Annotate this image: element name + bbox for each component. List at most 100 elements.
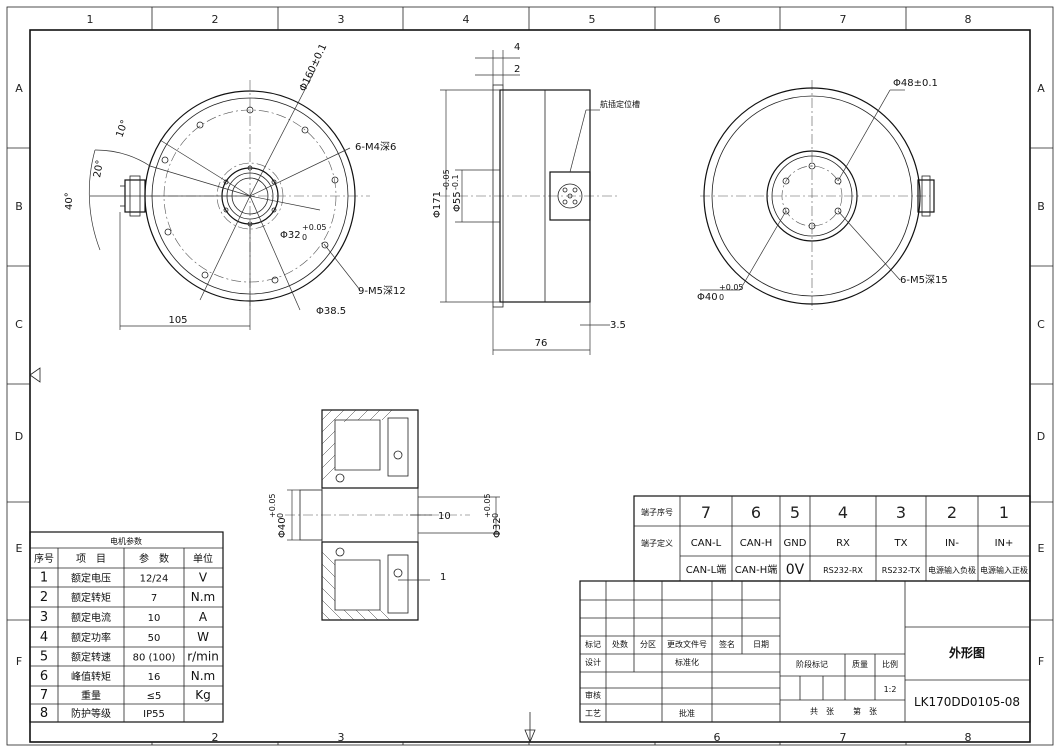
grid-row-label: C xyxy=(1037,318,1045,331)
dim-section-d32-tol0: 0 xyxy=(491,513,500,518)
tb-std: 标准化 xyxy=(675,657,699,667)
param-value: 16 xyxy=(148,672,161,683)
tb-date: 日期 xyxy=(753,640,769,649)
terminal-number: 7 xyxy=(701,503,711,522)
dim-76: 76 xyxy=(535,338,548,349)
tb-file: 更改文件号 xyxy=(667,639,707,649)
param-value: 80 (100) xyxy=(133,653,176,664)
dim-d55: Φ55 xyxy=(452,191,463,212)
terminal-number: 3 xyxy=(896,503,906,522)
dim-d32-tol: +0.05 xyxy=(302,223,327,232)
param-unit: N.m xyxy=(191,590,215,604)
param-name: 重量 xyxy=(81,689,101,702)
terminal-number: 4 xyxy=(838,503,848,522)
grid-col-label: 1 xyxy=(87,13,94,26)
front-view: Φ160±0.1 6-M4深6 10° 20° 40° Φ32 +0.05 0 … xyxy=(64,42,406,330)
dim-d55-tol2: -0.1 xyxy=(451,174,460,190)
grid-row-label: A xyxy=(1037,82,1045,95)
param-value: 12/24 xyxy=(140,574,169,585)
grid-row-label: A xyxy=(15,82,23,95)
drawing-name: 外形图 xyxy=(949,645,985,660)
param-index: 8 xyxy=(40,706,48,721)
section-view: Φ40 +0.05 0 Φ32 +0.05 0 10 1 xyxy=(268,409,503,621)
dim-4: 4 xyxy=(514,42,520,53)
grid-col-label: 8 xyxy=(965,731,972,744)
side-view: 4 2 Φ171 Φ55 -0.05 -0.1 航插定位槽 3.5 76 xyxy=(432,42,640,355)
dim-d32-tol0: 0 xyxy=(302,233,307,242)
param-name: 额定转矩 xyxy=(71,591,111,604)
grid-col-label: 3 xyxy=(338,13,345,26)
tb-chushu: 处数 xyxy=(612,639,628,649)
dim-m4: 6-M4深6 xyxy=(355,141,396,153)
grid-row-label: F xyxy=(16,655,22,668)
dim-section-d32-tol: +0.05 xyxy=(483,493,492,518)
tb-weight: 质量 xyxy=(852,659,868,669)
tb-design: 设计 xyxy=(585,657,601,667)
grid-col-label: 6 xyxy=(714,731,721,744)
tb-fenqu: 分区 xyxy=(640,640,656,649)
terminal-desc: RS232-TX xyxy=(882,566,921,575)
tb-sheet: 第 张 xyxy=(853,706,877,716)
terminal-def: IN+ xyxy=(995,538,1014,549)
connector-slot-label: 航插定位槽 xyxy=(600,99,640,109)
terminal-def: IN- xyxy=(945,538,959,549)
param-unit: A xyxy=(199,610,208,624)
terminal-desc: RS232-RX xyxy=(823,566,863,575)
param-index: 4 xyxy=(40,630,48,645)
grid-row-label: B xyxy=(15,200,23,213)
dim-d55-tol: -0.05 xyxy=(442,169,451,190)
grid-col-label: 4 xyxy=(463,13,470,26)
params-header: 序号 xyxy=(34,552,54,565)
dim-section-10: 10 xyxy=(438,511,451,522)
dim-105: 105 xyxy=(168,315,187,326)
terminal-desc: CAN-H端 xyxy=(735,563,777,576)
param-value: IP55 xyxy=(143,709,165,720)
param-value: ≤5 xyxy=(147,691,162,702)
param-value: 7 xyxy=(151,593,157,604)
dim-section-1: 1 xyxy=(440,572,446,583)
dim-m5: 9-M5深12 xyxy=(358,285,406,297)
dim-section-d40: Φ40 xyxy=(277,517,288,538)
param-value: 10 xyxy=(148,613,161,624)
dim-d48: Φ48±0.1 xyxy=(893,78,938,89)
param-name: 防护等级 xyxy=(71,707,111,720)
tb-biaoji: 标记 xyxy=(585,639,601,649)
grid-row-label: C xyxy=(15,318,23,331)
param-name: 峰值转矩 xyxy=(71,670,111,683)
tb-review: 审核 xyxy=(585,690,601,700)
grid-col-label: 6 xyxy=(714,13,721,26)
params-header: 参 数 xyxy=(139,552,169,565)
param-index: 2 xyxy=(40,590,48,605)
tb-total: 共 张 xyxy=(810,707,834,716)
param-index: 1 xyxy=(40,571,48,586)
dim-2: 2 xyxy=(514,64,520,75)
param-unit: r/min xyxy=(187,650,219,664)
dim-angle10: 10° xyxy=(114,119,130,139)
tb-process: 工艺 xyxy=(585,709,601,718)
dim-section-d32: Φ32 xyxy=(492,517,503,538)
dim-d32: Φ32 xyxy=(280,230,301,241)
terminal-def: CAN-H xyxy=(740,538,772,549)
grid-col-label: 5 xyxy=(589,13,596,26)
grid-col-label: 7 xyxy=(840,13,847,26)
tb-stage: 阶段标记 xyxy=(796,659,828,669)
terminal-def: RX xyxy=(836,538,850,549)
dim-3-5: 3.5 xyxy=(610,320,626,331)
dim-section-d40-tol: +0.05 xyxy=(268,493,277,518)
param-index: 3 xyxy=(40,610,48,625)
grid-row-label: D xyxy=(15,430,23,443)
grid-row-label: D xyxy=(1037,430,1045,443)
dim-d40-tol0: 0 xyxy=(719,293,724,302)
terminal-def: GND xyxy=(784,538,807,549)
grid-col-label: 2 xyxy=(212,13,219,26)
terminal-def-header: 端子定义 xyxy=(641,538,673,548)
terminal-table: 端子序号 端子定义 7 6 5 4 3 2 1 CAN-L CAN-H GND … xyxy=(633,495,1031,582)
param-unit: Kg xyxy=(195,688,211,702)
drawing-number: LK170DD0105-08 xyxy=(914,695,1020,709)
dim-m5-15: 6-M5深15 xyxy=(900,274,948,286)
terminal-number: 6 xyxy=(751,503,761,522)
param-index: 7 xyxy=(40,688,48,703)
grid-row-label: B xyxy=(1037,200,1045,213)
